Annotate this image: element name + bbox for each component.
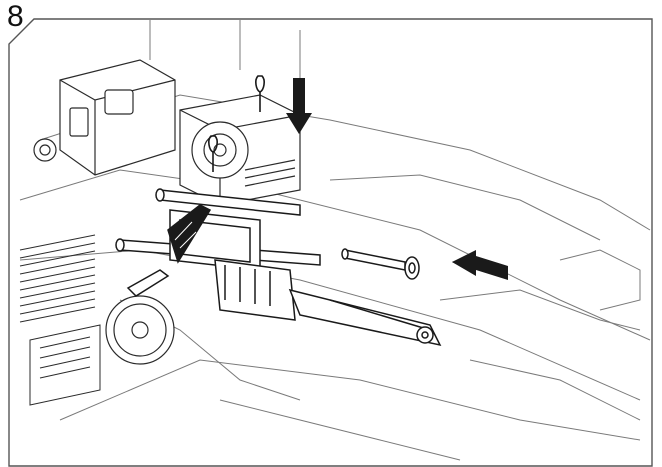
heatsink — [19, 234, 101, 406]
cooling-fan — [179, 94, 301, 206]
step-number: 8 — [7, 0, 24, 33]
spur-gear — [105, 295, 175, 365]
down-arrow-icon — [286, 78, 312, 134]
body-clip-icon — [208, 75, 265, 172]
servo-mount-assembly — [115, 188, 442, 347]
left-arrow-icon — [452, 250, 508, 280]
electronics-box — [33, 59, 176, 176]
step-frame — [8, 18, 653, 467]
